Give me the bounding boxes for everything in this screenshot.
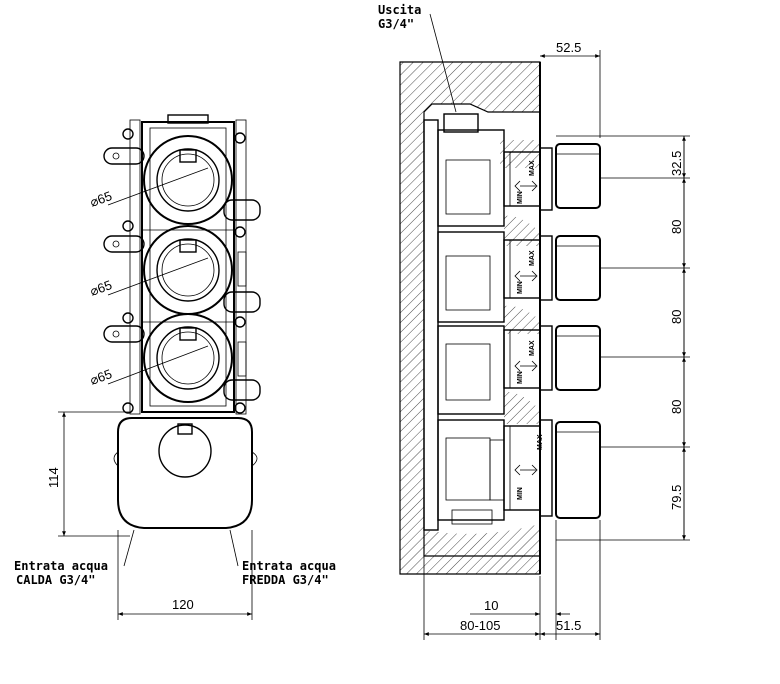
handle-1 <box>555 143 601 209</box>
outlet-label-line2: G3/4" <box>378 17 414 31</box>
handle-3 <box>555 325 601 391</box>
handle-4 <box>555 421 601 519</box>
bottom-dimensions: 10 80-105 51.5 <box>423 520 601 640</box>
valve-shaft-3 <box>503 325 553 391</box>
valve-body-frame <box>129 114 247 415</box>
front-view: ⌀65 ⌀65 ⌀65 114 120 Entrata acqua CALDA … <box>14 114 336 620</box>
max-label-4: MAX <box>537 434 544 450</box>
depth-small-dimension-text: 10 <box>484 598 498 613</box>
valve-body-section <box>423 113 505 531</box>
width-dimension-text: 120 <box>172 597 194 612</box>
top-projection-dimension-text: 52.5 <box>556 40 581 55</box>
max-label-1: MAX <box>529 160 536 176</box>
handle-2 <box>555 235 601 301</box>
diameter-label-2: ⌀65 <box>88 277 114 299</box>
side-view: MAX MIN MAX MIN MAX MIN MAX MIN <box>378 3 690 640</box>
valve-shaft-4 <box>503 419 553 517</box>
dimension-120: 120 <box>117 530 253 620</box>
hot-inlet-label-line1: Entrata acqua <box>14 559 108 573</box>
cartridge-2 <box>103 220 261 315</box>
cartridge-3 <box>103 312 261 403</box>
cartridge-1 <box>103 128 261 225</box>
depth-front-dimension-text: 51.5 <box>556 618 581 633</box>
bottom-offset-dimension-text: 79.5 <box>669 485 684 510</box>
spacing-3-dimension-text: 80 <box>669 400 684 414</box>
max-label-2: MAX <box>529 250 536 266</box>
min-label-2: MIN <box>517 281 524 294</box>
wall-section <box>399 61 541 575</box>
spacing-2-dimension-text: 80 <box>669 310 684 324</box>
dimension-52-5: 52.5 <box>540 40 601 138</box>
min-label-4: MIN <box>517 487 524 500</box>
mixer-body <box>113 417 258 529</box>
depth-range-dimension-text: 80-105 <box>460 618 500 633</box>
min-label-1: MIN <box>517 191 524 204</box>
max-min-markings: MAX MIN MAX MIN MAX MIN MAX MIN <box>514 160 544 500</box>
min-label-3: MIN <box>517 371 524 384</box>
vertical-chain-dimension: 32.5 80 80 80 79.5 <box>669 136 686 540</box>
height-dimension-text: 114 <box>46 467 61 488</box>
diameter-label-3: ⌀65 <box>88 366 114 388</box>
cold-inlet-label-line1: Entrata acqua <box>242 559 336 573</box>
outlet-label-line1: Uscita <box>378 3 421 17</box>
diameter-label-1: ⌀65 <box>88 188 114 210</box>
cold-inlet-label-line2: FREDDA G3/4" <box>242 573 329 587</box>
max-label-3: MAX <box>529 340 536 356</box>
spacing-1-dimension-text: 80 <box>669 220 684 234</box>
valve-shaft-2 <box>503 235 553 301</box>
valve-shaft-1 <box>503 147 553 211</box>
hot-inlet-label-line2: CALDA G3/4" <box>16 573 95 587</box>
center-lines <box>556 135 690 541</box>
first-offset-dimension-text: 32.5 <box>669 151 684 176</box>
